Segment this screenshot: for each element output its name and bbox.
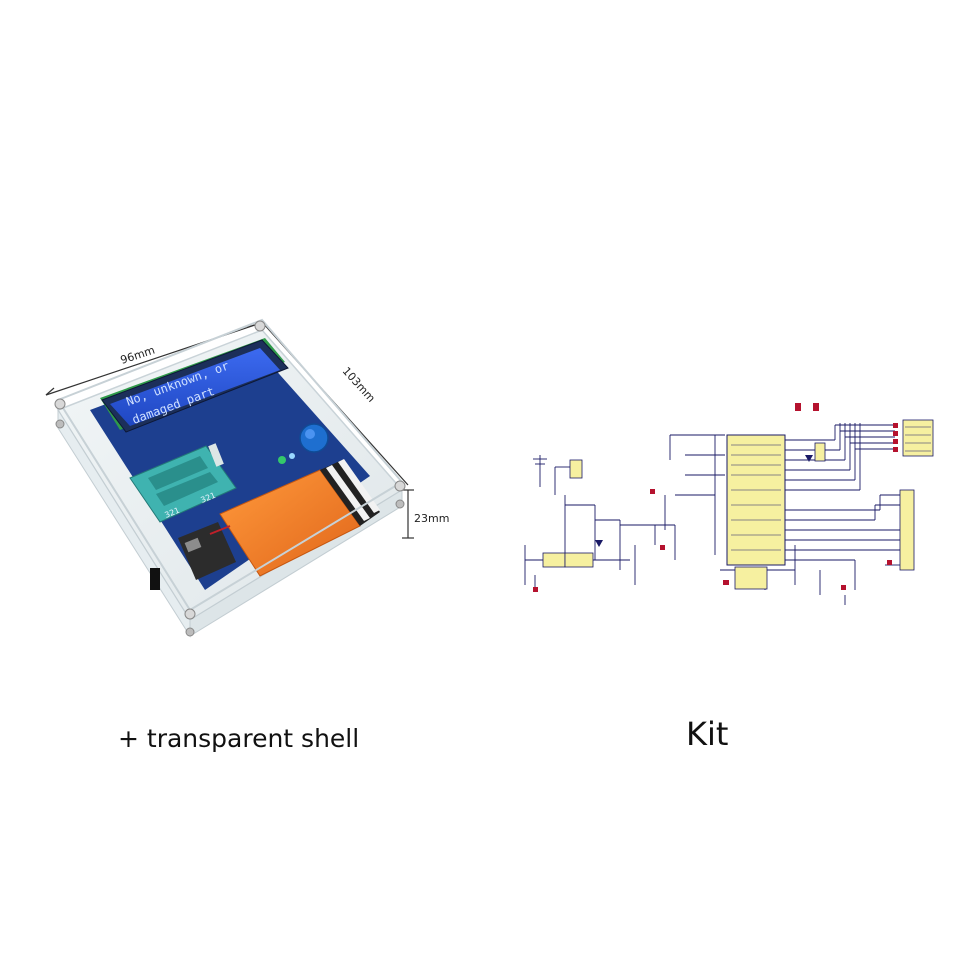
schematic-blocks [542, 419, 934, 590]
tester-illustration: 96mm 103mm 23mm No, unknown, or damaged … [45, 318, 449, 638]
depth-label: 103mm [340, 365, 378, 405]
schematic-markers [533, 403, 898, 592]
schematic-illustration [524, 403, 934, 605]
test-button [299, 423, 329, 453]
standoffs [54, 320, 406, 637]
zif-socket: 321 321 [129, 443, 237, 523]
header-block [902, 419, 934, 457]
caption-kit: Kit [686, 715, 729, 753]
led-indicator [278, 456, 286, 464]
height-label: 23mm [414, 512, 449, 525]
power-switch [150, 568, 160, 590]
caption-transparent-shell: + transparent shell [118, 724, 360, 753]
tester-kit-photo: 96mm 103mm 23mm No, unknown, or damaged … [30, 300, 449, 650]
mcu-block [726, 434, 786, 566]
battery-clip [178, 522, 236, 580]
circuit-schematic [495, 395, 950, 635]
lcd-connector-block [899, 489, 915, 571]
dimension-height: 23mm [402, 489, 449, 539]
